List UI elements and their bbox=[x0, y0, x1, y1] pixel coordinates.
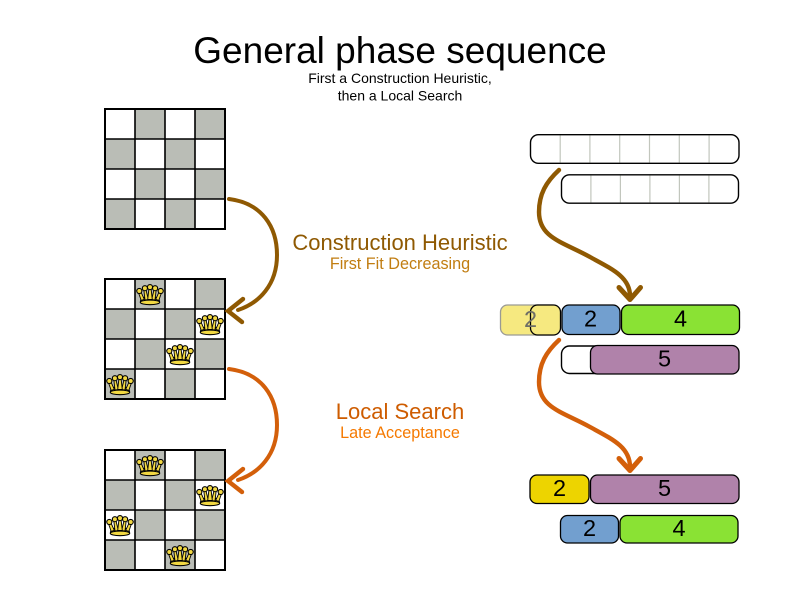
svg-text:2: 2 bbox=[553, 475, 566, 501]
svg-text:General phase sequence: General phase sequence bbox=[193, 30, 606, 71]
svg-text:2: 2 bbox=[584, 306, 597, 332]
svg-text:Local Search: Local Search bbox=[336, 399, 464, 424]
svg-text:5: 5 bbox=[658, 346, 671, 372]
svg-text:Construction Heuristic: Construction Heuristic bbox=[292, 230, 507, 255]
svg-text:5: 5 bbox=[658, 475, 671, 501]
svg-text:then a Local Search: then a Local Search bbox=[338, 88, 463, 104]
svg-text:2: 2 bbox=[524, 306, 537, 332]
svg-text:Late Acceptance: Late Acceptance bbox=[340, 424, 460, 442]
svg-text:4: 4 bbox=[674, 306, 687, 332]
svg-text:First a Construction Heuristic: First a Construction Heuristic, bbox=[308, 70, 492, 86]
svg-text:2: 2 bbox=[583, 515, 596, 541]
svg-text:4: 4 bbox=[672, 515, 685, 541]
svg-text:First Fit Decreasing: First Fit Decreasing bbox=[330, 255, 470, 273]
